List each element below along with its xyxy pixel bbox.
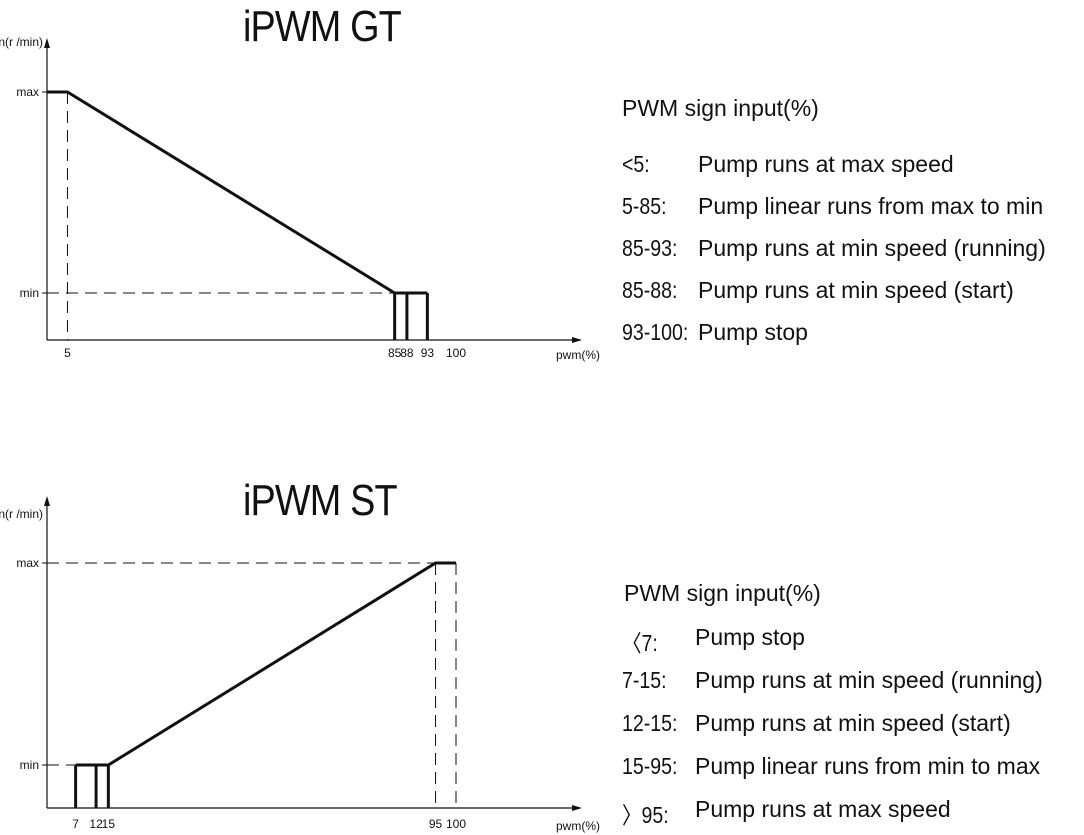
legend-item-desc: Pump runs at min speed (start) — [695, 710, 1011, 736]
y-tick-label: min — [20, 758, 39, 772]
legend-item-range: 93-100: — [622, 319, 689, 345]
x-tick-label: 7 — [72, 817, 79, 831]
legend-item-range: 85-93: — [622, 235, 678, 261]
y-axis-label: n(r /min) — [0, 507, 43, 521]
legend-item-range: 12-15: — [622, 710, 678, 736]
x-tick-label: 85 — [388, 346, 402, 360]
legend-item-range: 5-85: — [622, 193, 667, 219]
legend-item-desc: Pump stop — [695, 624, 805, 650]
legend-item-desc: Pump stop — [698, 319, 808, 345]
x-tick-label: 12 — [89, 817, 103, 831]
legend-item-range: 85-88: — [622, 277, 678, 303]
x-tick-label: 95 — [429, 817, 443, 831]
legend-item-range: <5: — [622, 151, 650, 177]
legend-item-range: 7-15: — [622, 667, 667, 693]
legend-item-desc: Pump runs at max speed — [695, 796, 951, 822]
legend-item-desc: Pump runs at min speed (running) — [695, 667, 1043, 693]
x-tick-label: 88 — [400, 346, 414, 360]
x-axis-arrow — [572, 805, 582, 811]
x-tick-label: 100 — [446, 346, 466, 360]
series-line — [47, 90, 428, 295]
x-tick-label: 5 — [64, 346, 71, 360]
legend-item-desc: Pump runs at min speed (start) — [698, 277, 1014, 303]
y-axis-arrow — [44, 496, 50, 506]
y-axis-arrow — [44, 38, 50, 48]
x-tick-label: 100 — [446, 817, 466, 831]
legend-item-desc: Pump runs at min speed (running) — [698, 235, 1046, 261]
chart-title: iPWM GT — [243, 2, 402, 51]
legend-item-range: 〉95: — [622, 802, 669, 828]
legend-item-desc: Pump linear runs from max to min — [698, 193, 1044, 219]
legend-item-range: 15-95: — [622, 753, 678, 779]
x-axis-label: pwm(%) — [556, 819, 600, 833]
x-tick-label: 15 — [102, 817, 116, 831]
x-axis-label: pwm(%) — [556, 348, 600, 362]
legend-item-desc: Pump linear runs from min to max — [695, 753, 1041, 779]
y-tick-label: max — [16, 85, 39, 99]
legend-heading: PWM sign input(%) — [622, 95, 819, 121]
y-axis-label: n(r /min) — [0, 35, 43, 49]
y-tick-label: min — [20, 286, 39, 300]
x-tick-label: 93 — [421, 346, 435, 360]
legend-item-desc: Pump runs at max speed — [698, 151, 954, 177]
legend-heading: PWM sign input(%) — [624, 580, 821, 606]
series-line — [75, 561, 456, 767]
x-axis-arrow — [572, 337, 582, 343]
y-tick-label: max — [16, 556, 39, 570]
chart-title: iPWM ST — [243, 476, 398, 525]
legend-item-range: 〈7: — [622, 630, 658, 656]
